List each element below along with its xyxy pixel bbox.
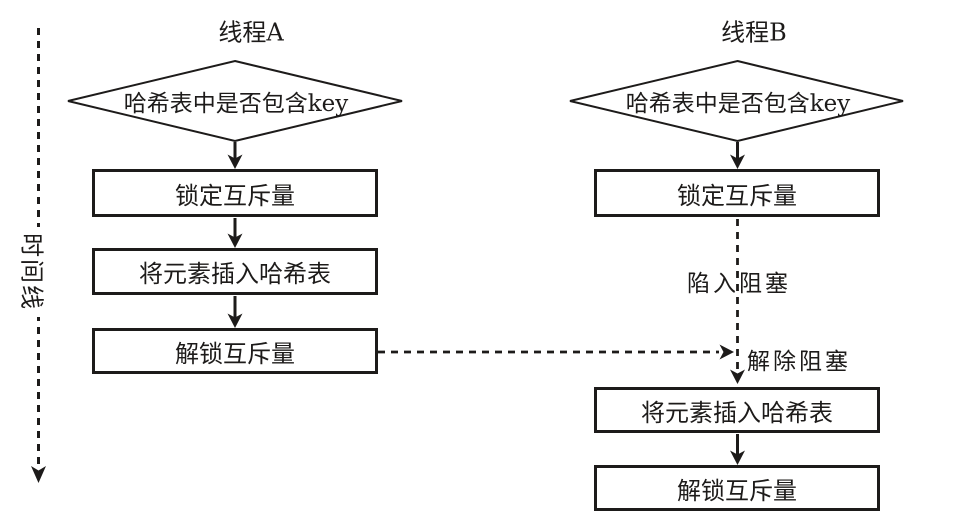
blocked-label: 陷入阻塞 (687, 271, 791, 297)
arrowhead-icon (227, 154, 243, 169)
unblocked-label: 解除阻塞 (747, 349, 851, 375)
arrowhead-icon (227, 233, 243, 248)
node-b-unlock-mutex: 解锁互斥量 (594, 465, 880, 511)
decision-diamond-a (67, 59, 403, 143)
decision-text-a: 哈希表中是否包含key (123, 91, 349, 117)
arrowhead-icon (730, 154, 745, 169)
timeline-arrowhead-icon (31, 466, 46, 483)
node-b-insert-element: 将元素插入哈希表 (594, 387, 880, 433)
arrowhead-icon (730, 450, 745, 465)
thread-a-title: 线程A (218, 18, 284, 47)
blocked-arrowhead-icon (730, 369, 745, 384)
node-b-lock-mutex: 锁定互斥量 (594, 169, 880, 217)
thread-b-title: 线程B (721, 18, 787, 47)
decision-diamond-b (569, 59, 904, 143)
decision-text-b: 哈希表中是否包含key (625, 91, 851, 117)
node-a-unlock-mutex: 解锁互斥量 (92, 328, 378, 374)
arrowhead-icon (227, 313, 243, 328)
wakeup-arrowhead-icon (719, 344, 734, 360)
node-a-lock-mutex: 锁定互斥量 (92, 169, 378, 217)
node-a-insert-element: 将元素插入哈希表 (92, 248, 378, 295)
timeline-label: 时间线 (16, 227, 52, 317)
